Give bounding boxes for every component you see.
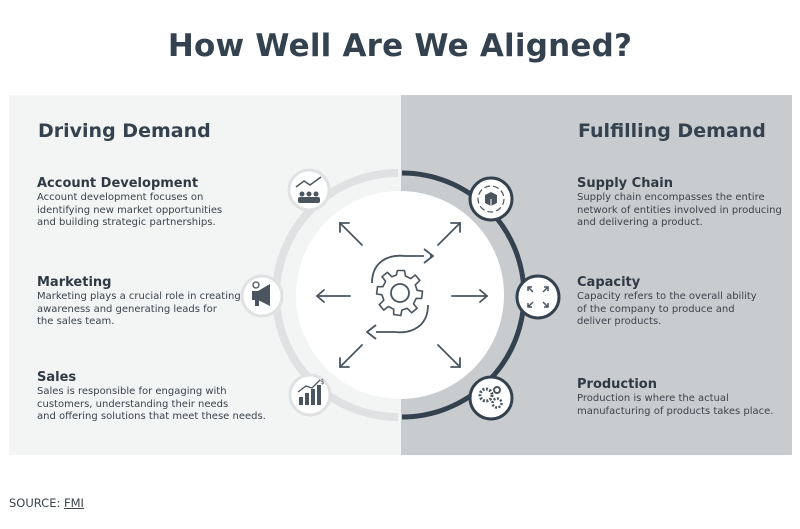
source-label: SOURCE: <box>9 496 61 510</box>
page-title: How Well Are We Aligned? <box>167 28 633 64</box>
arrow-up-right <box>437 222 461 246</box>
arrow-up-left <box>339 222 363 246</box>
gears-icon <box>468 375 514 421</box>
fulfilling-demand-heading: Fulfilling Demand <box>578 120 766 142</box>
supply-chain-item: Supply Chain Supply chain encompasses th… <box>577 176 782 230</box>
megaphone-icon <box>240 274 284 318</box>
item-text: Marketing plays a crucial role in creati… <box>37 291 241 327</box>
item-title: Account Development <box>37 176 199 191</box>
account-development-item: Account Development Account development … <box>37 176 272 230</box>
driving-demand-heading: Driving Demand <box>38 120 211 142</box>
center-disc <box>296 191 504 399</box>
expand-arrows-icon <box>515 274 561 320</box>
arrow-down-left <box>339 344 363 368</box>
arrow-down-right <box>437 344 461 368</box>
source-link[interactable]: FMI <box>64 496 84 510</box>
package-cycle-icon <box>468 176 514 222</box>
gear-cycle-icon <box>366 248 434 340</box>
production-item: Production Production is where the actua… <box>577 377 782 418</box>
sales-chart-icon: $ <box>288 373 332 417</box>
radial-arrows <box>315 222 489 368</box>
item-title: Sales <box>37 370 77 385</box>
item-title: Capacity <box>577 275 641 290</box>
sales-item: Sales Sales is responsible for engaging … <box>37 370 282 424</box>
capacity-item: Capacity Capacity refers to the overall … <box>577 275 782 329</box>
item-title: Supply Chain <box>577 176 673 191</box>
growth-team-icon <box>287 168 331 212</box>
source-note: SOURCE: FMI <box>9 496 84 510</box>
marketing-item: Marketing Marketing plays a crucial role… <box>37 275 272 329</box>
item-title: Production <box>577 377 657 392</box>
item-title: Marketing <box>37 275 112 290</box>
svg-text:$: $ <box>320 378 324 386</box>
